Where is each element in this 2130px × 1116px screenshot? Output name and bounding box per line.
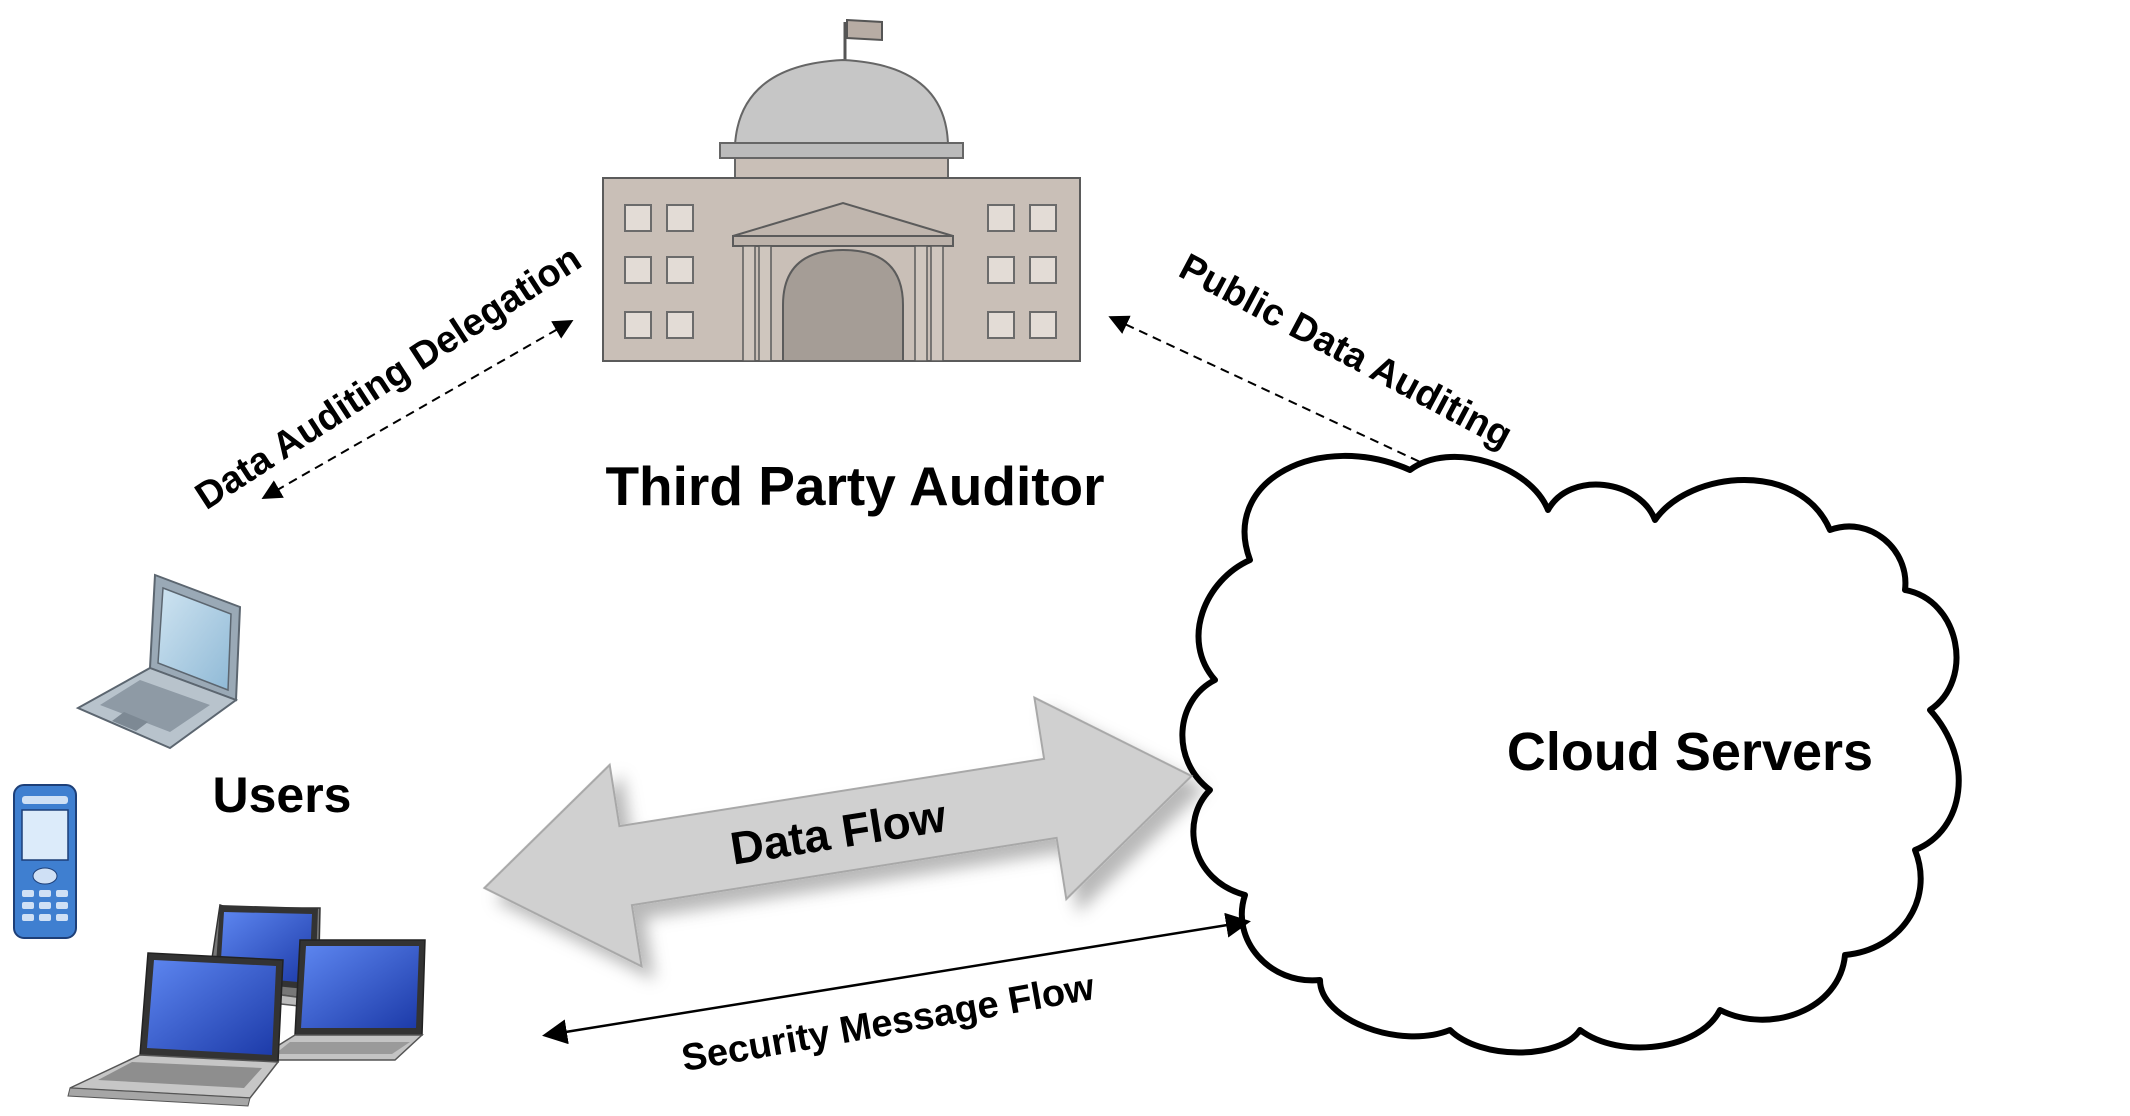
data-flow-arrow: Data Flow bbox=[482, 695, 1194, 969]
delegation-label: Data Auditing Delegation bbox=[188, 238, 589, 519]
laptop-icon bbox=[252, 939, 426, 1061]
government-building-icon bbox=[602, 18, 1081, 362]
mobile-phone-icon bbox=[13, 784, 77, 939]
users-label: Users bbox=[213, 767, 352, 823]
security-flow-label: Security Message Flow bbox=[678, 966, 1098, 1080]
laptop-icon bbox=[67, 952, 284, 1107]
security-flow-arrow bbox=[542, 912, 1251, 1045]
laptop-icon bbox=[75, 573, 242, 750]
auditor-label: Third Party Auditor bbox=[605, 455, 1104, 517]
public-auditing-arrow bbox=[1108, 315, 1452, 478]
cloud-label: Cloud Servers bbox=[1507, 722, 1873, 782]
delegation-arrow bbox=[261, 320, 574, 499]
cloud-icon bbox=[1179, 453, 1962, 1056]
public-auditing-label: Public Data Auditing bbox=[1172, 246, 1519, 457]
